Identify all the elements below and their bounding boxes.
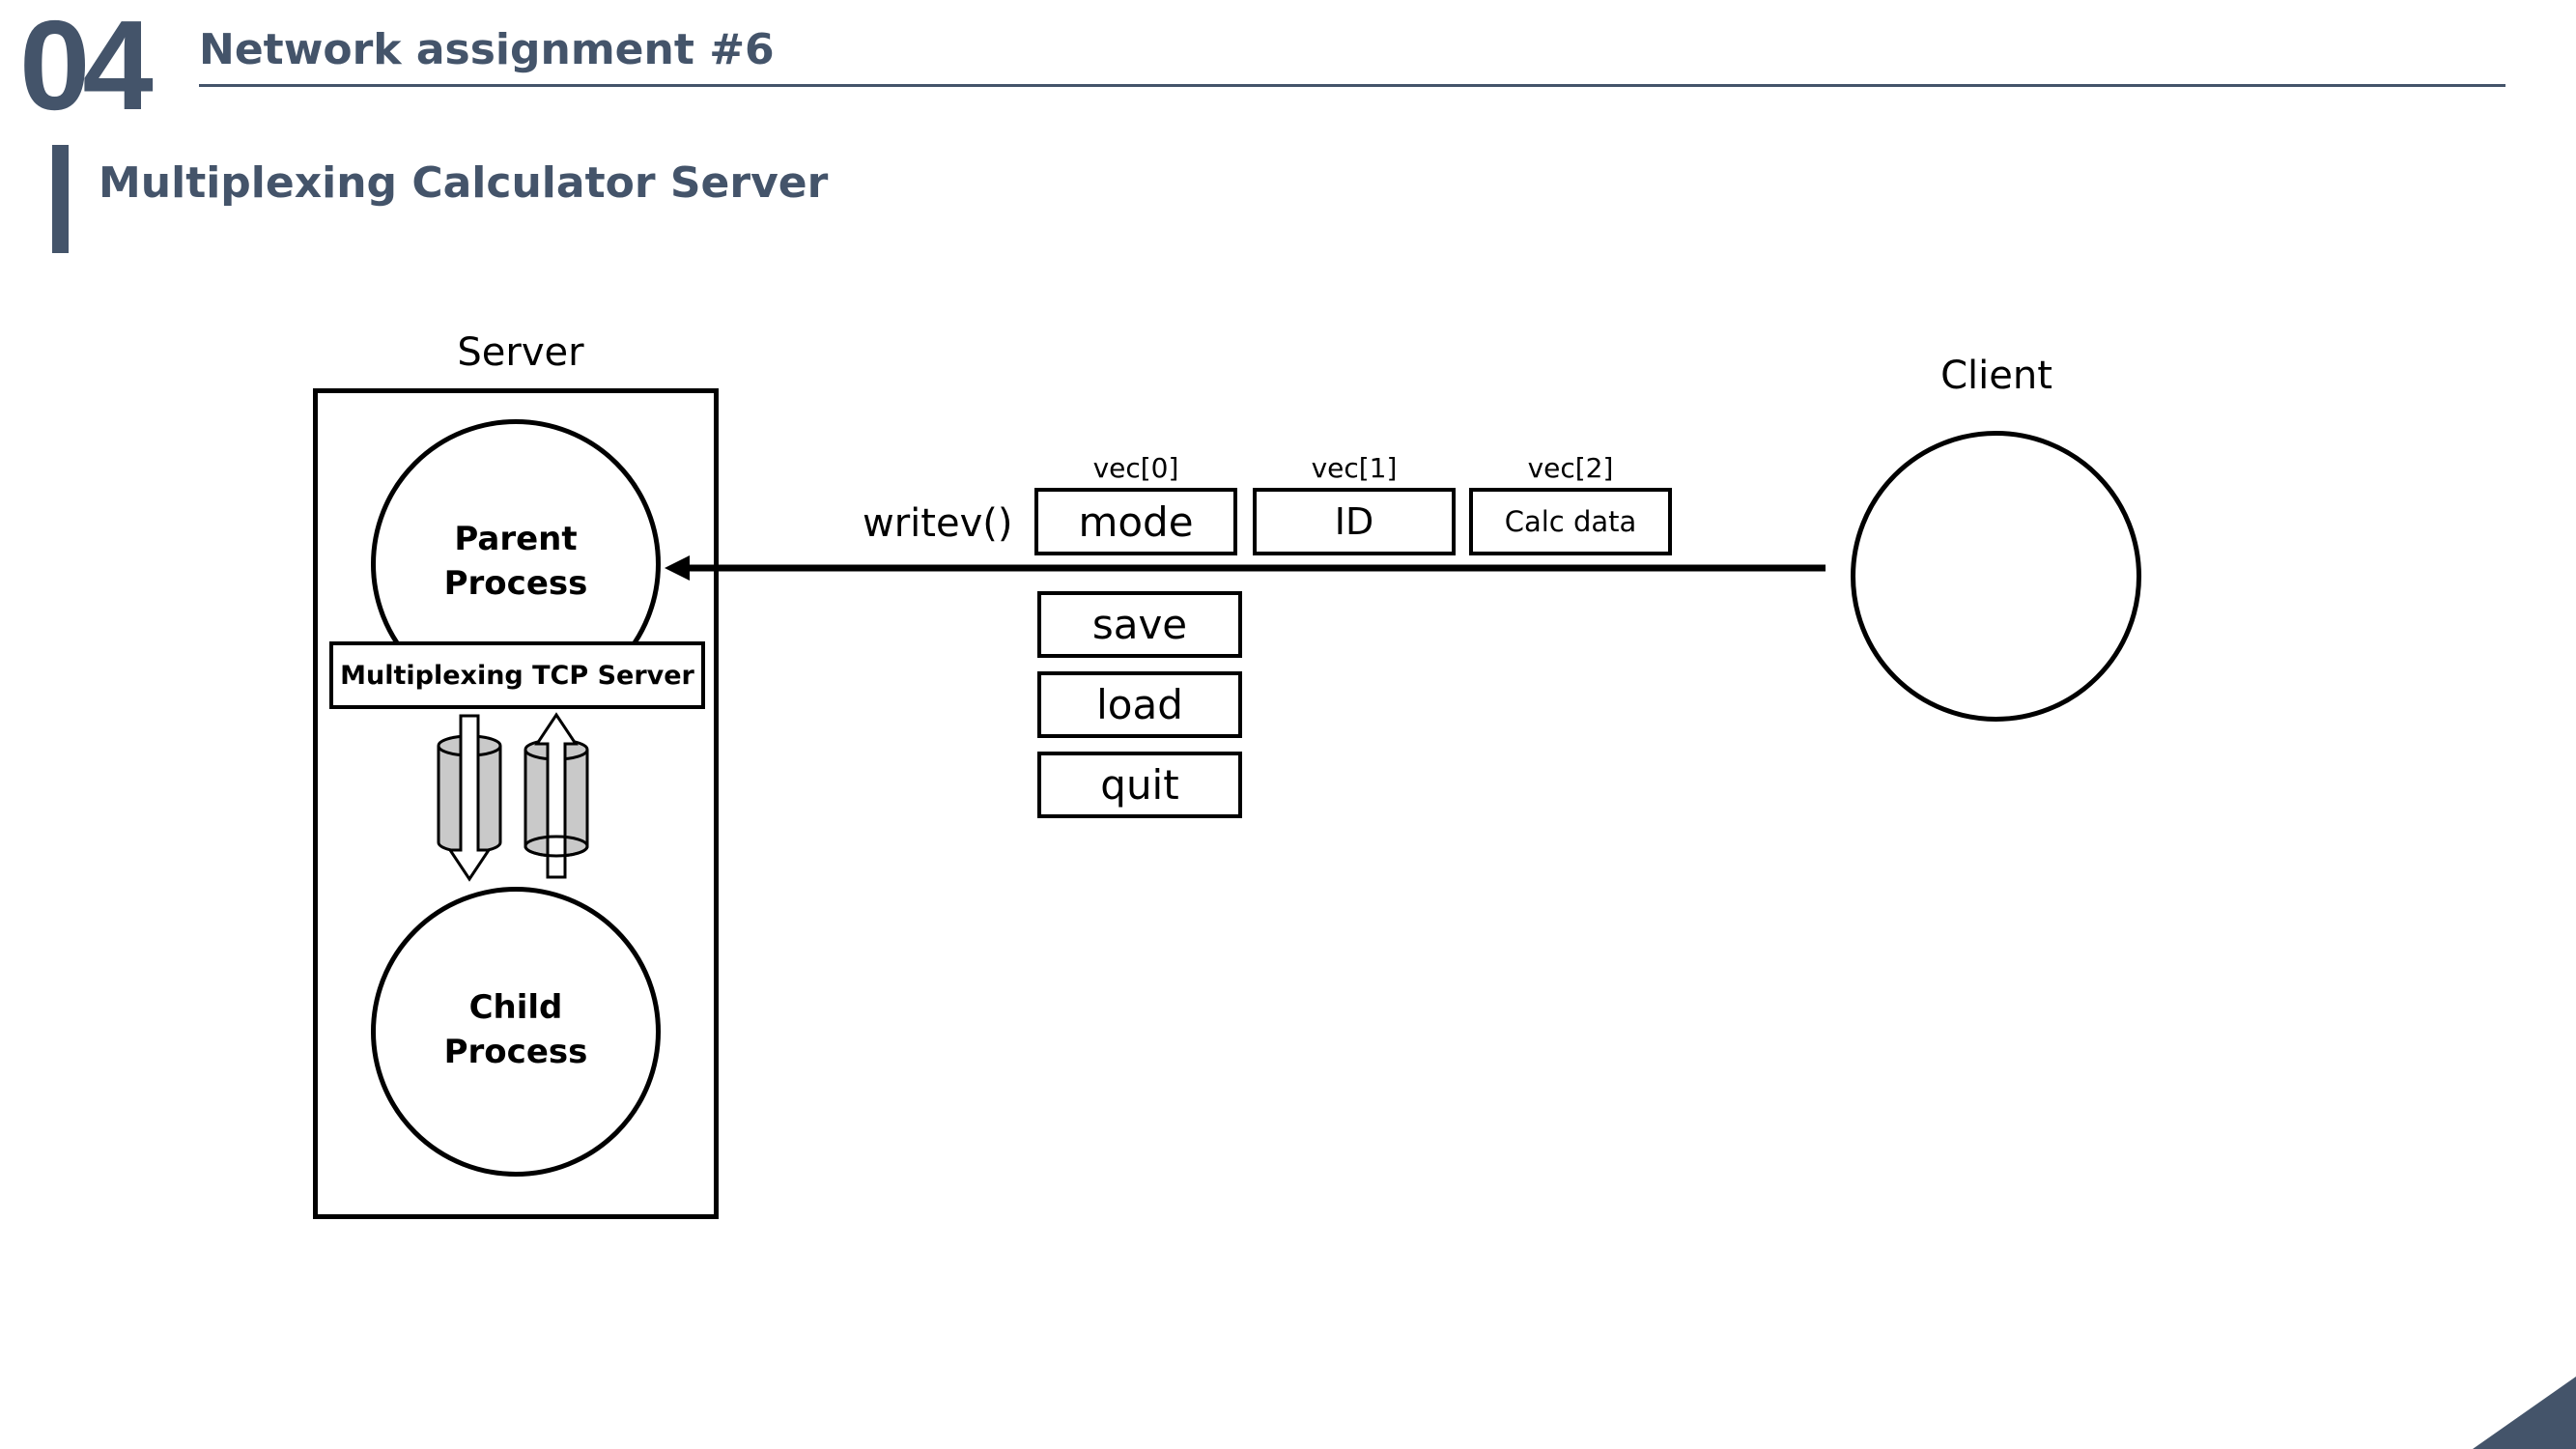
vec-2-content: Calc data — [1504, 505, 1637, 538]
mode-option-save: save — [1037, 591, 1242, 658]
client-circle — [1851, 431, 2141, 722]
mode-option-load: load — [1037, 671, 1242, 738]
vec-2-box: Calc data — [1469, 488, 1672, 555]
pipe-down-icon — [437, 714, 502, 882]
section-accent-bar — [52, 145, 69, 253]
vec-2-index: vec[2] — [1527, 452, 1614, 484]
vec-0-index: vec[0] — [1092, 452, 1179, 484]
child-process-label: Child Process — [443, 988, 588, 1071]
slide-number: 04 — [19, 0, 154, 136]
pipes-graphic — [437, 712, 589, 882]
mode-option-quit: quit — [1037, 752, 1242, 818]
pipe-up-icon — [524, 712, 589, 879]
mode-option-label: quit — [1100, 761, 1179, 809]
vec-0-content: mode — [1078, 497, 1194, 546]
mode-option-label: save — [1091, 601, 1188, 648]
vec-0-box: mode — [1034, 488, 1237, 555]
corner-triangle-decoration — [2473, 1377, 2576, 1449]
server-box — [313, 388, 719, 1219]
vec-1-content: ID — [1334, 500, 1374, 543]
server-title: Server — [457, 330, 584, 375]
child-process-circle — [371, 887, 661, 1177]
multiplexing-tcp-server-box: Multiplexing TCP Server — [329, 641, 705, 709]
header-title: Network assignment #6 — [199, 25, 775, 74]
section-title: Multiplexing Calculator Server — [99, 158, 829, 208]
header-rule — [199, 84, 2505, 87]
vec-1-box: ID — [1253, 488, 1456, 555]
multiplexing-tcp-server-label: Multiplexing TCP Server — [340, 660, 694, 691]
parent-process-label: Parent Process — [443, 520, 588, 603]
mode-option-label: load — [1096, 681, 1183, 728]
client-title: Client — [1940, 354, 2052, 398]
writev-arrow — [665, 555, 1826, 581]
writev-label: writev() — [863, 501, 1013, 546]
vec-1-index: vec[1] — [1311, 452, 1398, 484]
